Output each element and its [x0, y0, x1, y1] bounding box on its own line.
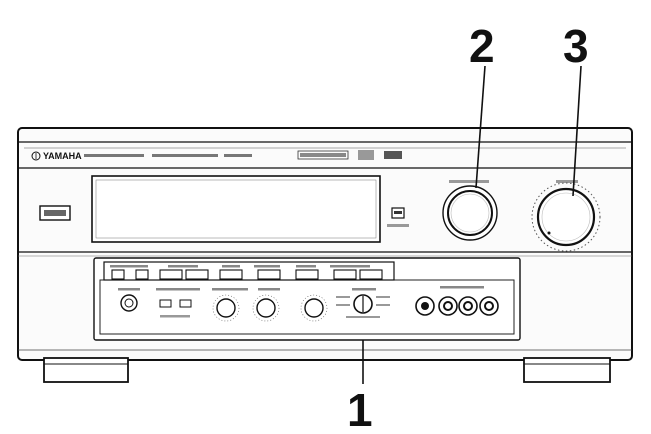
callout-line-3 — [572, 65, 582, 197]
function-button-7[interactable] — [359, 269, 383, 280]
callout-number-1: 1 — [347, 384, 373, 434]
audio-left-jack[interactable] — [458, 296, 478, 316]
function-button-5[interactable] — [295, 269, 319, 280]
front-panel-display — [91, 175, 381, 243]
dolby-logo — [297, 150, 349, 160]
speakers-a-button[interactable] — [111, 269, 125, 280]
treble-knob[interactable] — [256, 298, 276, 318]
function-button-3[interactable] — [219, 269, 243, 280]
brand-row: YAMAHA — [31, 150, 402, 161]
callout-number-2: 2 — [469, 20, 495, 72]
yamaha-logo-icon — [31, 151, 41, 161]
function-button-6[interactable] — [333, 269, 357, 280]
function-button-1[interactable] — [159, 269, 183, 280]
volume-indicator-dot — [547, 231, 551, 235]
balance-knob[interactable] — [304, 298, 324, 318]
bass-knob[interactable] — [216, 298, 236, 318]
rec-out-button-1[interactable] — [159, 299, 172, 308]
video-jack[interactable] — [438, 296, 458, 316]
right-foot — [523, 357, 611, 383]
input-selector-knob[interactable] — [442, 180, 498, 241]
phones-jack[interactable] — [120, 294, 138, 312]
brand-name: YAMAHA — [43, 151, 82, 161]
dsp-logo — [358, 150, 374, 160]
dts-logo — [384, 151, 402, 159]
rec-out-button-2[interactable] — [179, 299, 192, 308]
callout-number-3: 3 — [563, 20, 589, 72]
volume-knob[interactable] — [531, 180, 601, 252]
function-button-4[interactable] — [257, 269, 281, 280]
function-button-2[interactable] — [185, 269, 209, 280]
speakers-b-button[interactable] — [135, 269, 149, 280]
callout-line-2 — [475, 65, 486, 189]
audio-right-jack[interactable] — [479, 296, 499, 316]
left-foot — [43, 357, 129, 383]
